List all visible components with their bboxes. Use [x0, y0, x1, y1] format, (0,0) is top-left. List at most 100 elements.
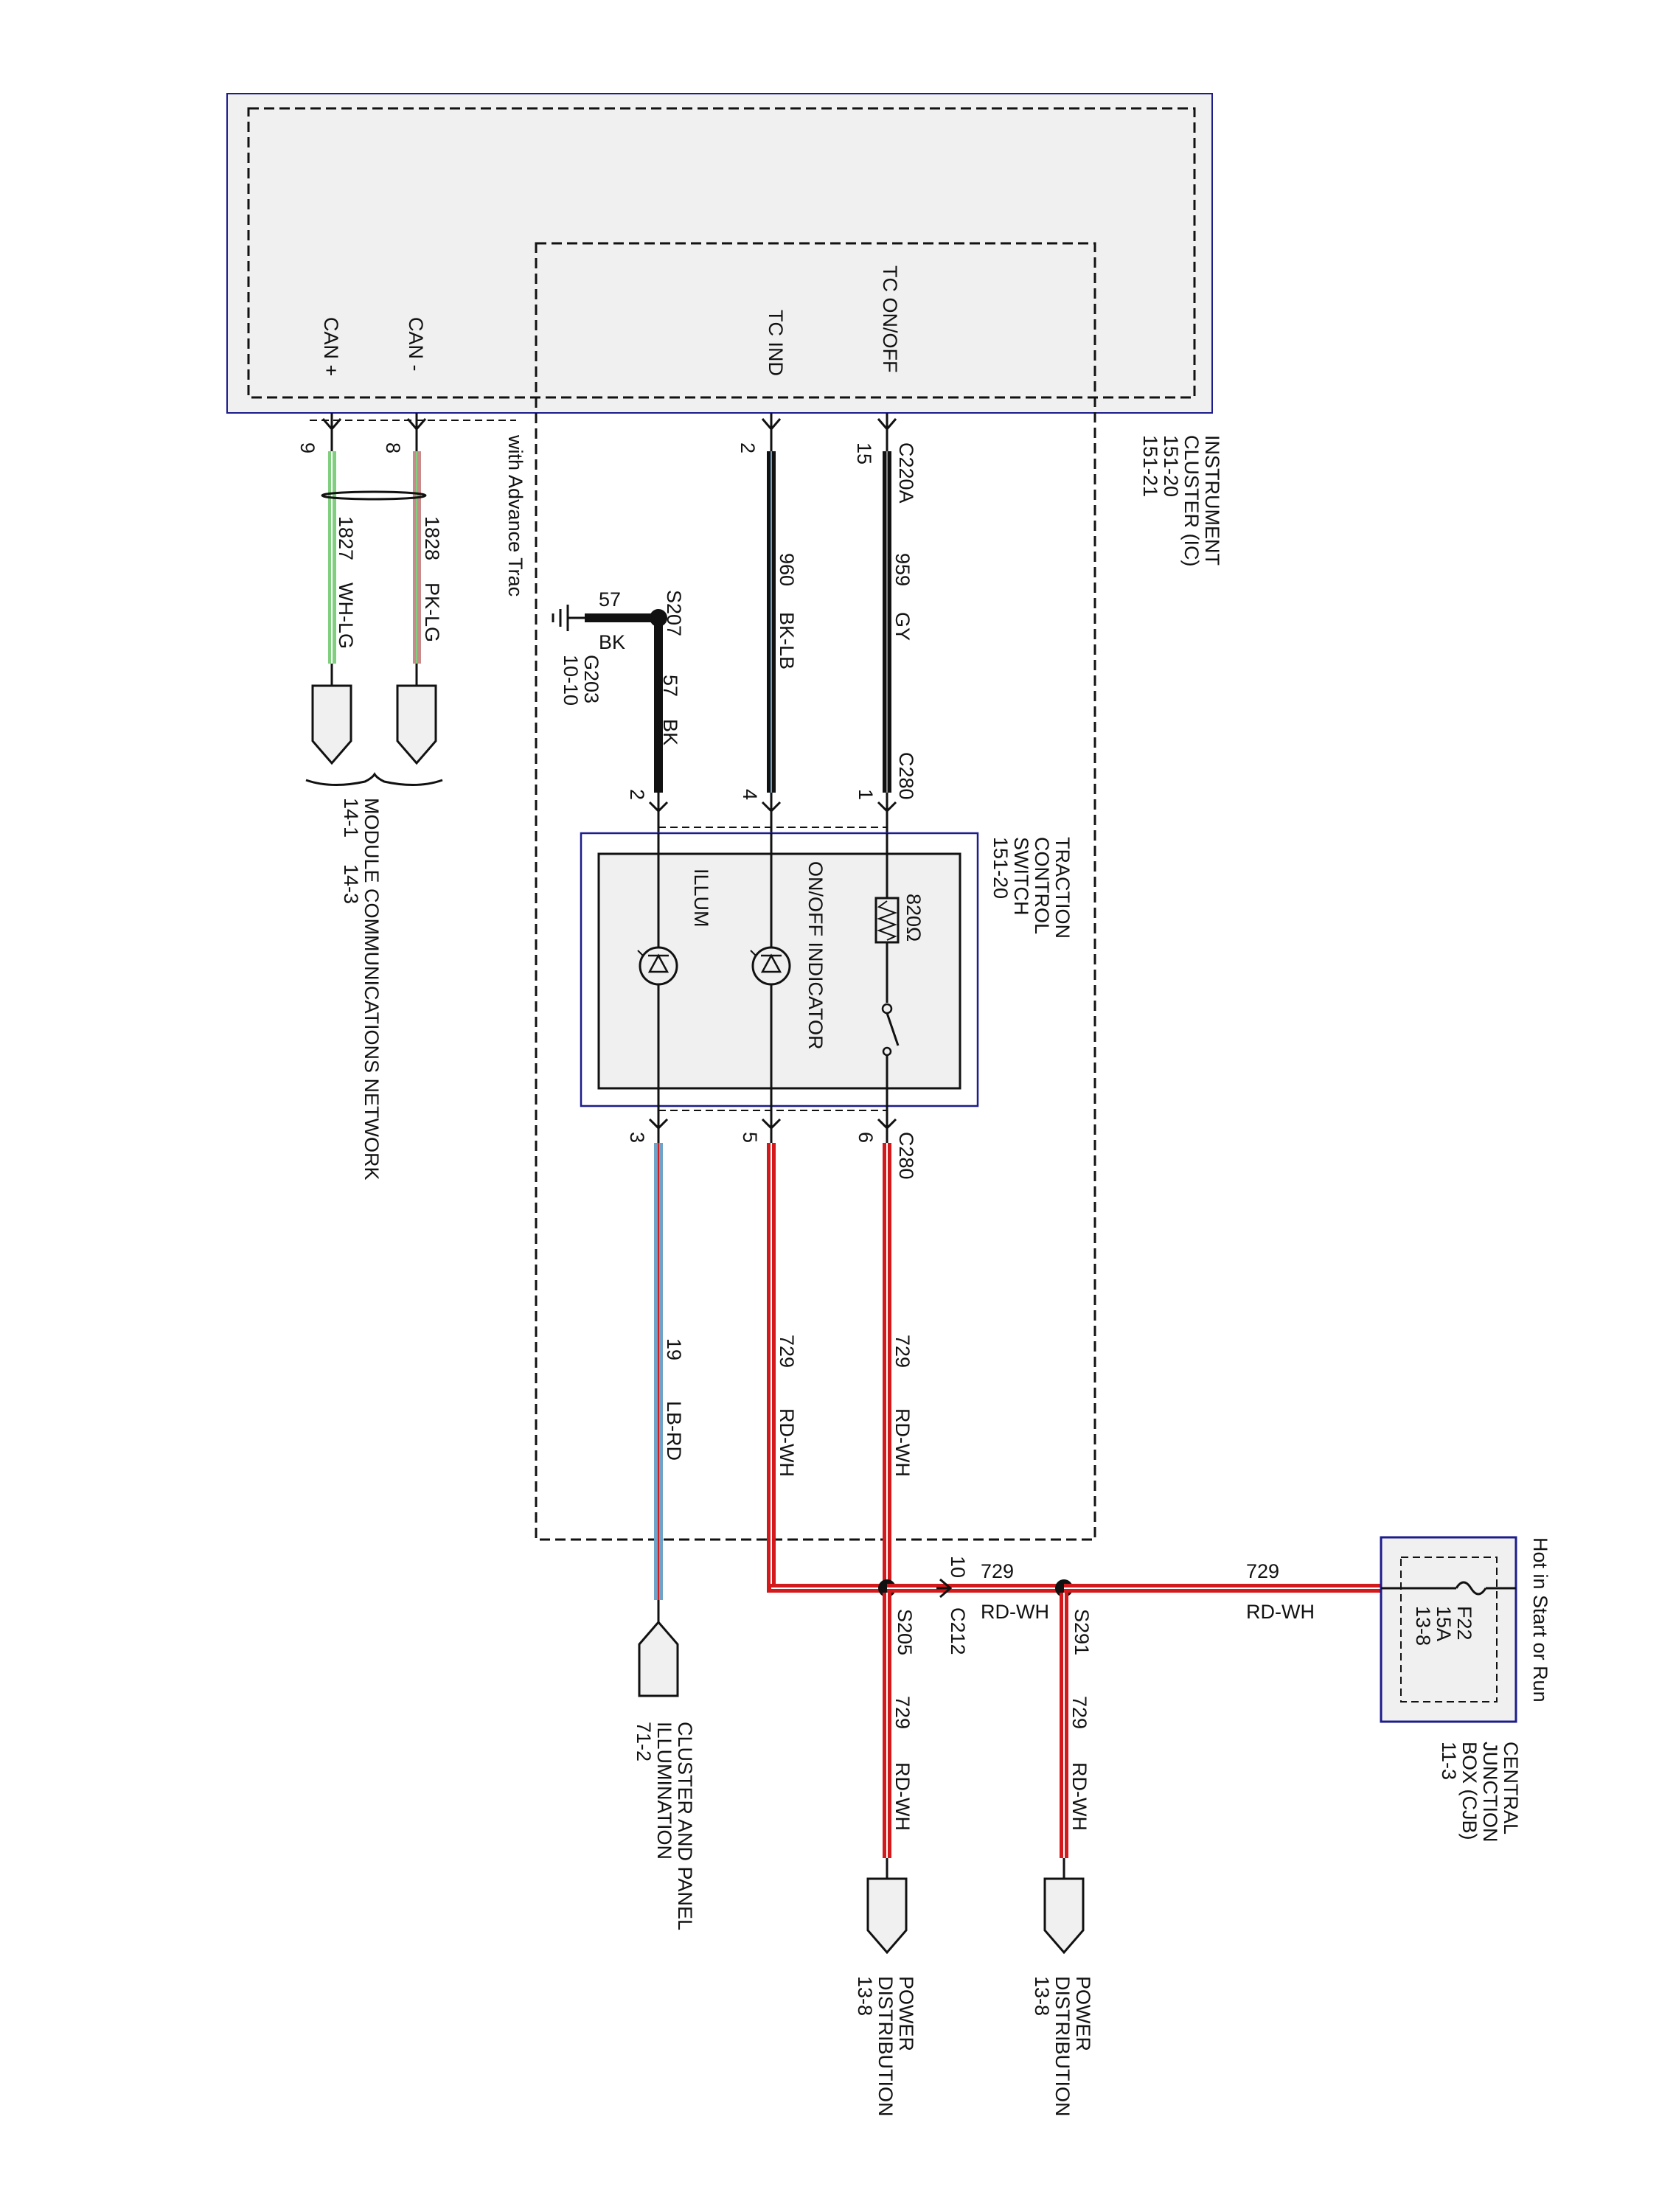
tcs-pin-6: 6: [855, 1132, 877, 1143]
wire-can-plus: [328, 451, 336, 664]
instrument-cluster-inner: [247, 107, 1196, 399]
tcs-pin-4: 4: [739, 789, 761, 800]
cjb-name: CENTRAL JUNCTION BOX (CJB) 11-3: [1438, 1742, 1522, 1843]
ground-g203: G203 10-10: [560, 655, 602, 706]
cjb-name-1: CENTRAL: [1500, 1742, 1522, 1834]
module-comm-brace: [305, 772, 443, 786]
pd1-line-3: 13-8: [854, 1976, 876, 2016]
pin-number-8: 8: [382, 442, 404, 453]
ic-name-line-1: INSTRUMENT: [1201, 435, 1223, 566]
wire-c212-color: RD-WH: [981, 1601, 1049, 1623]
pin-number-9: 9: [296, 442, 319, 453]
cjb-inner: [1400, 1557, 1498, 1703]
splice-s205: S205: [894, 1609, 916, 1655]
tcs-pin-2: 2: [626, 789, 648, 800]
module-comm-ref-1: 14-1: [340, 798, 362, 838]
splice-s207: S207: [663, 590, 685, 636]
wire-19-circuit: 19: [663, 1338, 685, 1360]
wire-729-cjb: [1064, 1584, 1381, 1593]
cluster-illum-1: CLUSTER AND PANEL: [674, 1722, 696, 1930]
advancetrac-option-boundary: [535, 242, 1096, 1541]
pin-number-2: 2: [737, 442, 759, 453]
instrument-cluster-box: [226, 93, 1213, 414]
wire-57-h-color: BK: [599, 631, 625, 653]
power-dist-1-label: POWER DISTRIBUTION 13-8: [854, 1976, 917, 2117]
wire-cjb-color: RD-WH: [1246, 1601, 1315, 1623]
cjb-hot-note: Hot in Start or Run: [1529, 1537, 1551, 1703]
ic-name-line-3: 151-20: [1160, 435, 1182, 497]
connector-c220a: C220A: [895, 442, 917, 504]
tcs-name-2: CONTROL: [1031, 837, 1053, 934]
wire-729-a-circuit: 729: [891, 1335, 914, 1368]
tcs-name-4: 151-20: [990, 837, 1012, 899]
wire-pd1-color: RD-WH: [891, 1762, 914, 1831]
connector-c280-bottom: C280: [895, 1132, 917, 1180]
module-comm-name: MODULE COMMUNICATIONS NETWORK: [361, 798, 383, 1180]
connector-c212: C212: [947, 1607, 969, 1655]
cluster-illum-3: 71-2: [633, 1722, 655, 1761]
wire-729-c212: [887, 1584, 1064, 1593]
can-plus-connector: [311, 684, 352, 765]
wire-729-pin6: [883, 1143, 891, 1593]
wire-57-v-circuit: 57: [659, 675, 681, 697]
wire-cjb-circuit: 729: [1246, 1560, 1279, 1582]
power-dist-2-label: POWER DISTRIBUTION 13-8: [1031, 1976, 1094, 2117]
c212-pin: 10: [947, 1556, 969, 1578]
tcs-name-3: SWITCH: [1010, 837, 1032, 915]
module-comm-ref-2: 14-3: [340, 864, 362, 904]
fuse-icon: [1455, 1581, 1487, 1596]
wire-729-pd2: [1060, 1593, 1068, 1858]
wire-729-a-color: RD-WH: [891, 1408, 914, 1477]
wire-57-h-circuit: 57: [599, 588, 621, 611]
ic-name: INSTRUMENT CLUSTER (IC) 151-20 151-21: [1139, 435, 1223, 567]
wire-1827-circuit: 1827: [335, 516, 357, 560]
ic-name-line-4: 151-21: [1139, 435, 1161, 497]
fuse-name: F22: [1453, 1606, 1475, 1641]
onoff-indicator-label: ON/OFF INDICATOR: [804, 861, 827, 1050]
ground-ref: 10-10: [560, 655, 582, 706]
wire-1828-circuit: 1828: [421, 516, 443, 560]
tcs-pin-1: 1: [855, 789, 877, 800]
wire-c212-circuit: 729: [981, 1560, 1014, 1582]
pd1-line-2: DISTRIBUTION: [874, 1976, 897, 2117]
wire-19-color: LB-RD: [663, 1401, 685, 1461]
wire-1827-color: WH-LG: [335, 582, 357, 649]
pin-name-tc-onoff: TC ON/OFF: [879, 265, 901, 372]
wire-729-b-color: RD-WH: [776, 1408, 798, 1477]
wire-729-b-circuit: 729: [776, 1335, 798, 1368]
resistor-icon: [874, 897, 900, 944]
cjb-name-2: JUNCTION: [1479, 1742, 1501, 1843]
module-comm-label: MODULE COMMUNICATIONS NETWORK 14-1 14-3: [340, 798, 383, 1180]
tcs-top-arrows: [648, 793, 897, 833]
wire-960-color: BK-LB: [776, 612, 798, 669]
pin-number-15: 15: [853, 442, 875, 465]
wire-can-minus: [413, 451, 421, 664]
tcs-pin-3: 3: [626, 1132, 648, 1143]
can-minus-connector: [396, 684, 437, 765]
fuse-label: F22 15A 13-8: [1412, 1606, 1475, 1646]
wire-57-v-color: BK: [659, 719, 681, 745]
wire-729-pin5: [767, 1143, 887, 1593]
cluster-illum-label: CLUSTER AND PANEL ILLUMINATION 71-2: [633, 1722, 696, 1930]
tcs-name-1: TRACTION: [1051, 837, 1074, 939]
tcs-pin-5: 5: [739, 1132, 761, 1143]
cjb-box: [1380, 1536, 1517, 1723]
cluster-illum-connector: [638, 1620, 679, 1697]
wire-pd2-circuit: 729: [1068, 1696, 1091, 1729]
switch-icon: [881, 1003, 900, 1057]
pd2-line-3: 13-8: [1031, 1976, 1053, 2016]
ic-pin-arrows: [321, 418, 897, 431]
pd1-line-1: POWER: [895, 1976, 917, 2051]
wire-pd1-circuit: 729: [891, 1696, 914, 1729]
cjb-name-3: BOX (CJB): [1458, 1742, 1481, 1840]
illum-led-icon: [637, 946, 678, 986]
pin-name-can-minus: CAN -: [405, 317, 427, 372]
wire-1828-color: PK-LG: [421, 582, 443, 642]
option-note: with Advance Trac: [504, 434, 526, 597]
power-dist-2-connector: [1043, 1877, 1085, 1955]
cjb-name-4: 11-3: [1438, 1742, 1460, 1780]
resistor-value: 820Ω: [902, 894, 925, 942]
ic-name-line-2: CLUSTER (IC): [1180, 435, 1203, 567]
ground-icon: [552, 605, 569, 631]
